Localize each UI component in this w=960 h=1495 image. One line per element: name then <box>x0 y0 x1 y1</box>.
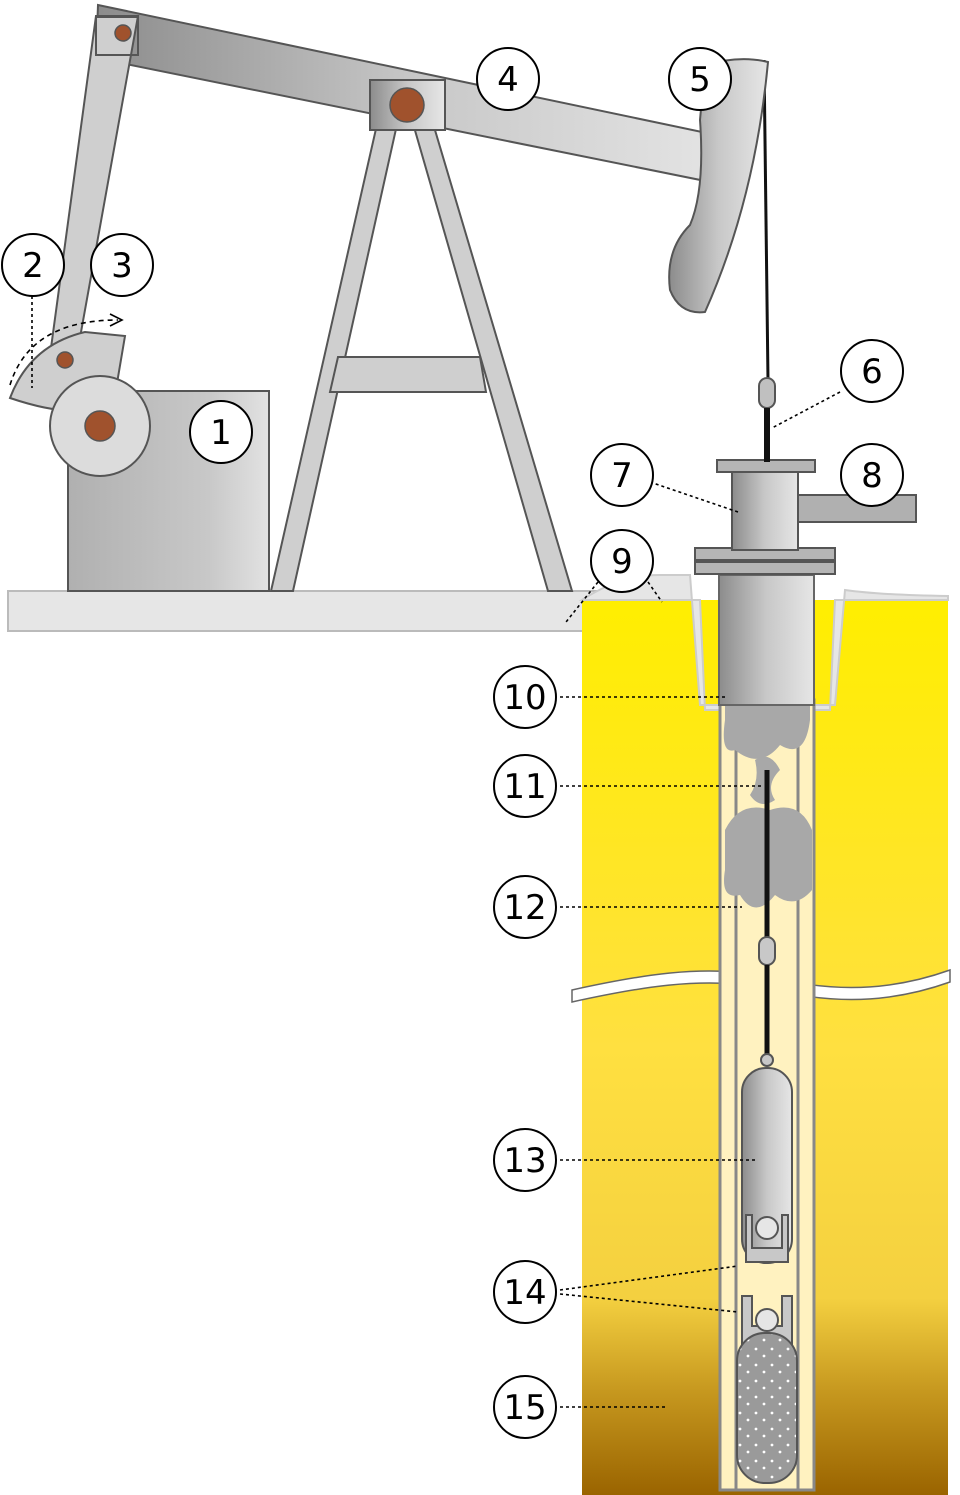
callout-13-label: 13 <box>503 1141 546 1181</box>
traveling-valve-cage <box>745 1214 789 1263</box>
callout-4-label: 4 <box>497 60 519 100</box>
callout-12: 12 <box>493 875 557 939</box>
callout-12-label: 12 <box>503 888 546 928</box>
leader-6 <box>771 391 841 429</box>
bridle-cable <box>762 59 770 381</box>
samson-post-right-leg <box>410 119 574 592</box>
callout-15-label: 15 <box>503 1388 546 1428</box>
horse-head <box>668 58 770 314</box>
leader-7 <box>649 481 739 513</box>
traveling-valve-ball <box>755 1216 779 1240</box>
leader-9 <box>565 581 599 623</box>
callout-15: 15 <box>493 1375 557 1439</box>
rod-coupling <box>758 936 776 966</box>
callout-7-label: 7 <box>611 456 633 496</box>
samson-post-left-leg <box>269 119 400 592</box>
lower-flange-base <box>694 561 836 575</box>
crank-pin <box>56 351 74 369</box>
callout-5-label: 5 <box>689 60 711 100</box>
callout-2-label: 2 <box>22 246 44 286</box>
callout-13: 13 <box>493 1128 557 1192</box>
leader-9b <box>647 581 663 603</box>
callout-9-label: 9 <box>611 542 633 582</box>
cement-blob-upper <box>723 700 810 759</box>
callout-11: 11 <box>493 754 557 818</box>
callout-4: 4 <box>476 47 540 111</box>
callout-11-label: 11 <box>503 767 546 807</box>
carrier-bar <box>758 377 776 409</box>
ground-surface <box>7 590 609 632</box>
callout-1-label: 1 <box>210 413 232 453</box>
callout-14-label: 14 <box>503 1273 546 1313</box>
pitman-arm <box>46 15 140 384</box>
equalizer-box <box>95 16 139 56</box>
callout-10-label: 10 <box>503 678 546 718</box>
wellhead-pipe <box>718 574 815 706</box>
saddle-pivot <box>389 87 425 123</box>
callout-10: 10 <box>493 665 557 729</box>
equalizer-pin <box>114 24 132 42</box>
callout-5: 5 <box>668 47 732 111</box>
rotation-arrow-head <box>109 313 124 327</box>
callout-8-label: 8 <box>861 456 883 496</box>
rod-pin <box>760 1053 774 1067</box>
standing-valve-ball <box>755 1308 779 1332</box>
callout-1: 1 <box>189 400 253 464</box>
callout-6-label: 6 <box>861 352 883 392</box>
callout-3: 3 <box>90 233 154 297</box>
callout-8: 8 <box>840 443 904 507</box>
crankshaft-pivot <box>84 410 116 442</box>
gas-anchor <box>736 1332 798 1484</box>
callout-7: 7 <box>590 443 654 507</box>
callout-14: 14 <box>493 1260 557 1324</box>
callout-6: 6 <box>840 339 904 403</box>
callout-3-label: 3 <box>111 246 133 286</box>
callout-9: 9 <box>590 529 654 593</box>
callout-2: 2 <box>1 233 65 297</box>
tubing-head <box>731 469 799 551</box>
samson-post-brace <box>328 356 488 393</box>
